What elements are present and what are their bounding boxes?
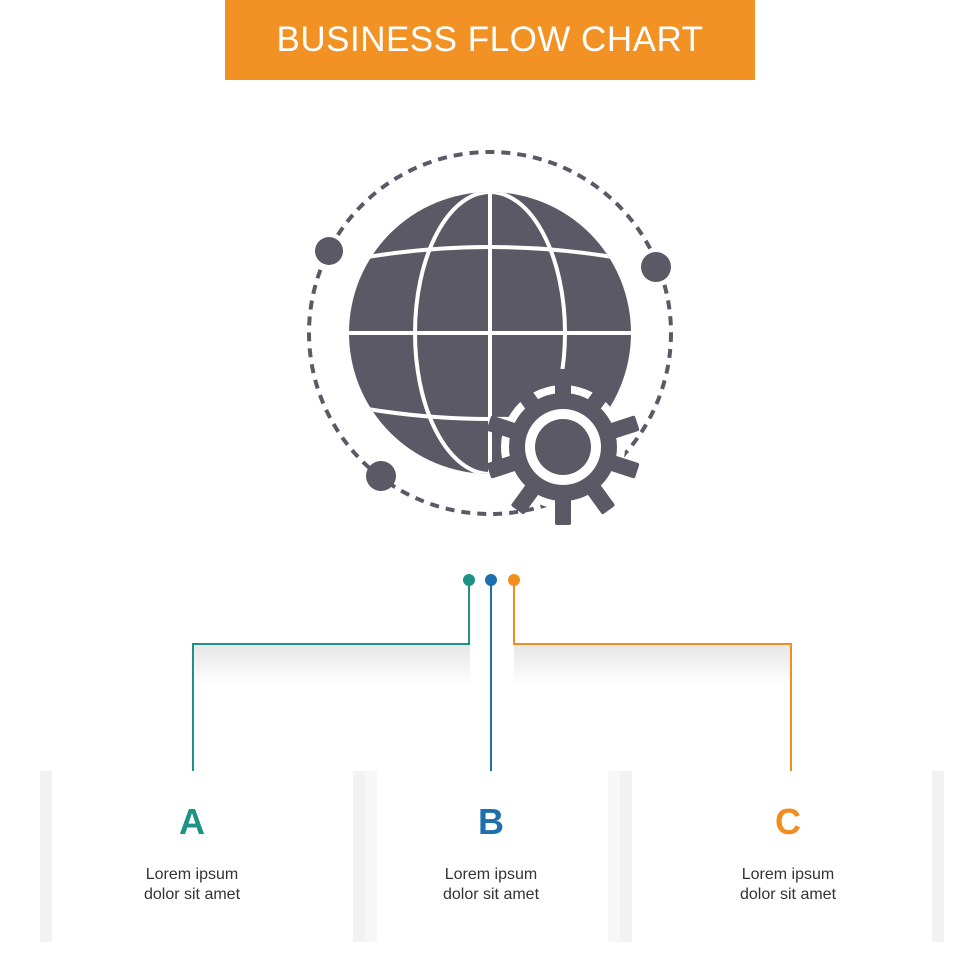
globe-with-gear-icon [307,150,673,525]
step-card-c: C Lorem ipsum dolor sit amet [648,771,928,942]
title-banner: BUSINESS FLOW CHART [225,0,755,80]
page-title: BUSINESS FLOW CHART [276,20,704,59]
step-b-line1: Lorem ipsum [444,866,538,883]
step-a-line1: Lorem ipsum [145,866,239,883]
step-text-c: Lorem ipsum dolor sit amet [648,865,928,905]
orbit-node-left [315,237,343,265]
connector-dot-b [485,574,497,586]
step-text-a: Lorem ipsum dolor sit amet [52,865,332,905]
orbit-dashed-circle [307,150,673,516]
step-letter-c: C [775,801,801,842]
step-c-line2: dolor sit amet [739,886,837,903]
connector-dot-a [463,574,475,586]
step-text-b: Lorem ipsum dolor sit amet [377,865,605,905]
globe-grid [349,192,631,474]
connector-shading [194,645,790,685]
orbit-node-bottom [366,461,396,491]
connector-dot-c [508,574,520,586]
gear-icon [486,369,640,525]
connectors [192,581,792,781]
step-a-line2: dolor sit amet [143,886,241,903]
step-b-line2: dolor sit amet [442,886,540,903]
step-c-line1: Lorem ipsum [741,866,835,883]
step-card-a: A Lorem ipsum dolor sit amet [52,771,332,942]
step-letter-a: A [179,801,205,842]
orbit-node-right [641,252,671,282]
step-card-b: B Lorem ipsum dolor sit amet [377,771,605,942]
connector-a [192,581,470,781]
connector-c [513,581,792,781]
step-letter-b: B [478,801,504,842]
